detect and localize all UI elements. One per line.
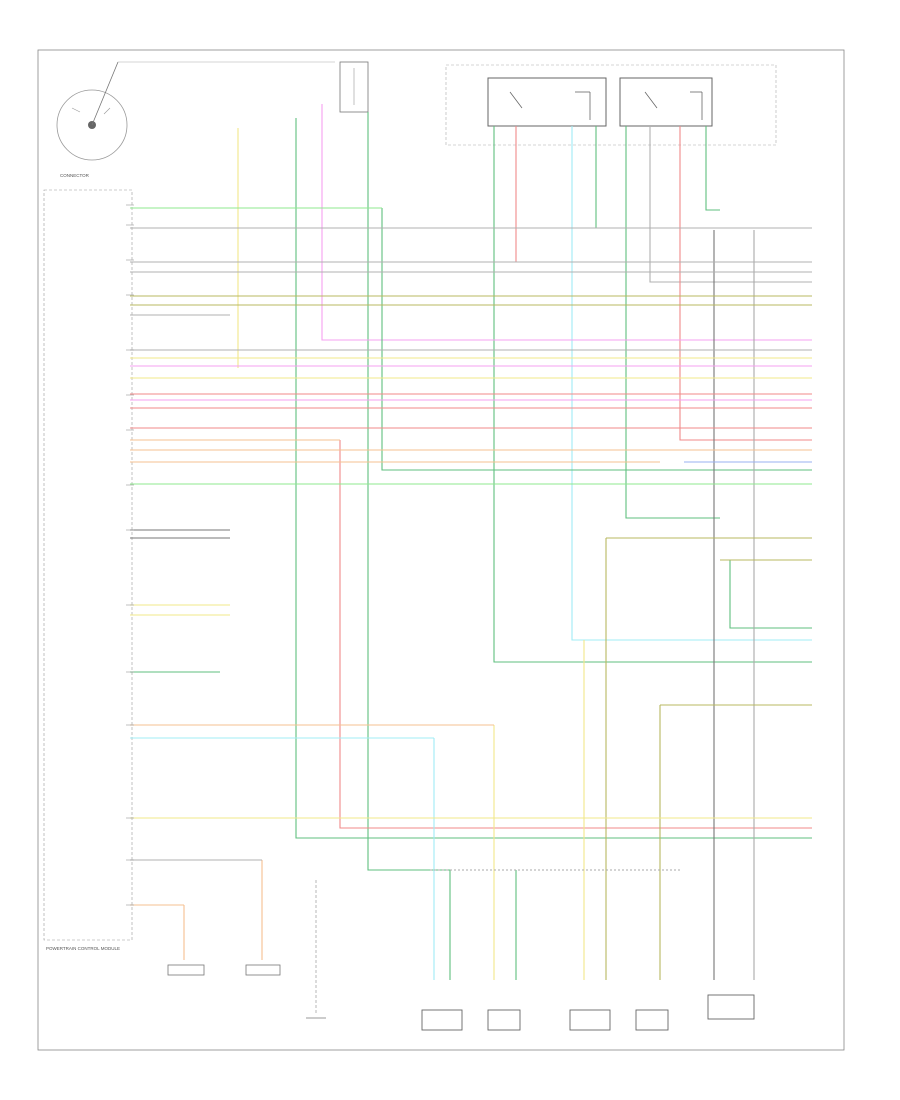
pin-markers — [126, 204, 134, 906]
solenoid-icon — [569, 1009, 611, 1031]
module-label: POWERTRAIN CONTROL MODULE — [46, 946, 120, 951]
relay-icon — [487, 77, 607, 127]
module-outline — [43, 189, 133, 941]
vertical-wires — [183, 104, 812, 980]
relay-icon — [619, 77, 713, 127]
connector-label: CONNECTOR — [60, 173, 90, 178]
relay-icon — [339, 61, 369, 113]
solenoid-icon — [421, 1009, 463, 1031]
horizontal-wires — [130, 207, 812, 906]
solenoid-icon — [487, 1009, 521, 1031]
diagram-border — [37, 49, 845, 1051]
fuse-block-outline — [445, 64, 777, 146]
round-connector-icon — [56, 61, 335, 161]
solenoid-icon — [635, 1009, 669, 1031]
sensor-icon — [707, 994, 755, 1020]
sensor-icon — [167, 964, 205, 976]
sensor-icon — [245, 964, 281, 976]
ground-icon — [306, 880, 326, 1019]
